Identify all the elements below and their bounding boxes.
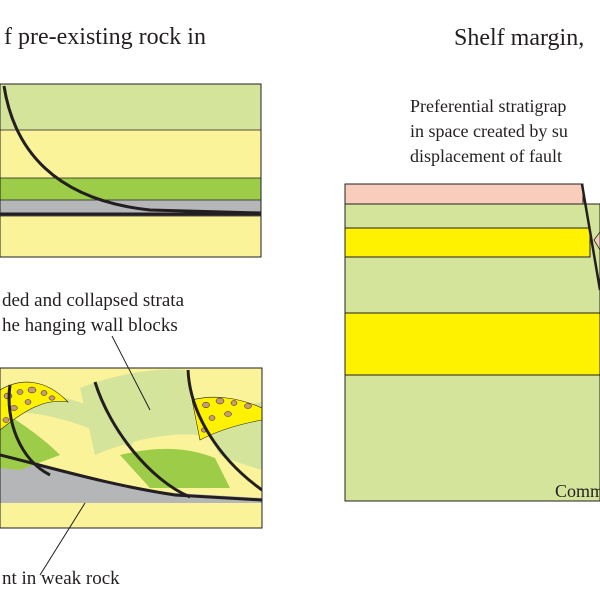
pale-green-layer	[0, 84, 261, 130]
left-bottom-caption: nt in weak rock	[2, 568, 120, 589]
callout-leader	[111, 335, 151, 411]
rotated-block-middle	[80, 369, 198, 455]
right-note-1: Preferential stratigrap	[410, 96, 566, 116]
listric-fault	[93, 381, 191, 499]
listric-fault	[2, 85, 261, 215]
left-bottom-callout-1: ded and collapsed strata	[2, 290, 185, 311]
shelf-margin-fault	[580, 183, 600, 291]
caption-leader	[39, 502, 86, 576]
listric-fault	[186, 369, 262, 492]
detachment-line	[0, 453, 262, 502]
grey-weak-layer	[0, 455, 262, 503]
green-layer	[0, 410, 60, 470]
right-note-2: in space created by su	[410, 121, 568, 141]
pink-cap	[344, 183, 584, 205]
right-note-3: displacement of fault	[410, 146, 562, 166]
left-top-panel	[0, 83, 262, 258]
green-layer	[120, 448, 230, 488]
listric-fault	[7, 384, 51, 477]
lower-yellow-layer	[0, 216, 261, 257]
pink-hanging-wall	[593, 231, 600, 251]
left-bottom-callout-2: he hanging wall blocks	[2, 315, 178, 336]
panel-border	[0, 367, 263, 529]
right-panel	[344, 183, 600, 502]
rubble-wedge-left	[0, 381, 69, 431]
lower-yellow-layer	[0, 500, 262, 528]
right-corner-label: Comm	[555, 481, 600, 501]
left-bottom-panel	[0, 335, 263, 576]
right-title: Shelf margin,	[454, 25, 584, 51]
yellow-bed-lower	[344, 312, 600, 376]
yellow-bed-upper	[344, 227, 591, 258]
pale-yellow-layer	[0, 130, 261, 178]
green-layer	[0, 178, 261, 200]
panel-border	[0, 83, 262, 258]
left-top-title: f pre-existing rock in	[4, 24, 206, 50]
